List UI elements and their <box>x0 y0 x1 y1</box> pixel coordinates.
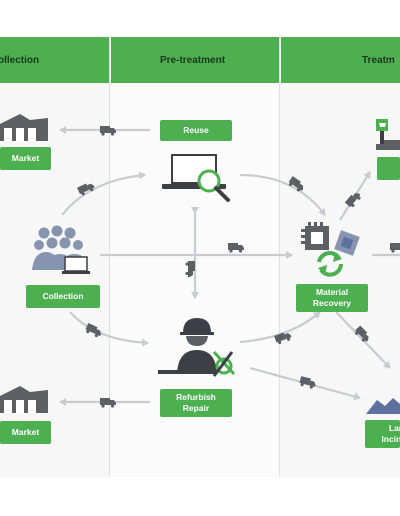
arrow-collection-to-refurbish <box>69 311 149 347</box>
truck-icon <box>274 330 293 345</box>
landfill-icon <box>366 398 400 414</box>
column-divider <box>279 37 280 477</box>
pretreatment-header-bar <box>111 37 279 83</box>
truck-icon <box>100 398 116 408</box>
treatment-header: Treatm <box>362 55 395 66</box>
collection-label: Collection <box>26 285 100 308</box>
store-label <box>377 157 400 180</box>
landfill-label-line2: Incine <box>381 434 400 444</box>
truck-icon <box>298 376 317 390</box>
truck-icon <box>100 126 116 136</box>
shop-cart-icon <box>376 119 400 150</box>
material-recovery-label: Material Recovery <box>296 284 368 312</box>
refurbish-label-line2: Repair <box>182 403 210 413</box>
warehouse-icon <box>0 386 48 413</box>
material-recovery-label-line2: Recovery <box>312 298 352 308</box>
chip-recycle-icon <box>301 222 360 277</box>
treatment-header-bar <box>281 37 400 83</box>
pretreatment-header: Pre-treatment <box>160 55 226 66</box>
material-recovery-label-line1: Material <box>315 287 349 297</box>
refurbish-label-line1: Refurbish <box>176 392 216 402</box>
truck-icon <box>344 190 363 209</box>
market-bottom-label: Market <box>0 421 51 444</box>
column-divider <box>109 37 110 477</box>
arrow-collection-to-reuse <box>61 171 146 216</box>
people-with-laptop-icon <box>32 225 90 274</box>
truck-icons <box>77 126 400 408</box>
refurbish-label: Refurbish Repair <box>160 389 232 417</box>
arrow-reuse-to-recovery <box>239 173 326 216</box>
landfill-label-line1: Lan <box>388 423 400 433</box>
truck-icon <box>228 243 244 253</box>
truck-icon <box>287 176 306 194</box>
reuse-label: Reuse <box>160 120 232 141</box>
landfill-label: Lan Incine <box>365 420 400 448</box>
truck-icon <box>185 261 195 277</box>
collection-header-bar <box>0 37 109 83</box>
collection-header: ollection <box>0 55 40 66</box>
laptop-magnifier-icon <box>162 154 230 202</box>
truck-icon <box>353 325 372 344</box>
arrow-refurbish-to-recovery <box>239 311 321 344</box>
warehouse-icon <box>0 114 48 141</box>
truck-icon <box>390 243 400 253</box>
market-top-label: Market <box>0 147 51 170</box>
worker-with-tools-icon <box>158 318 236 377</box>
